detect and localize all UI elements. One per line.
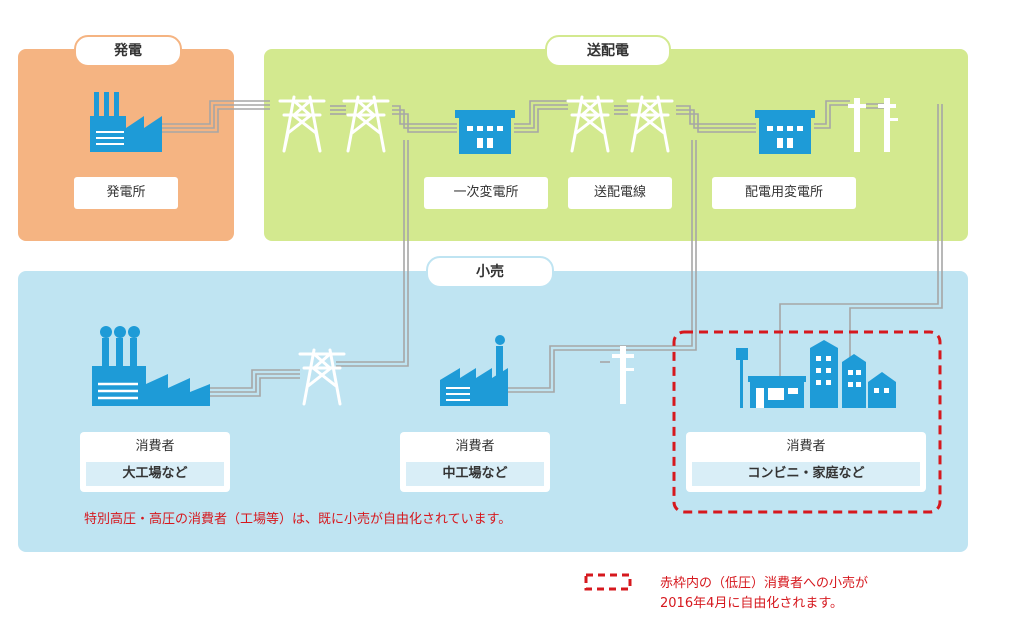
section-title-retail: 小売 (426, 256, 554, 288)
distribution-substation-label: 配電用変電所 (712, 177, 856, 209)
transmission-tower-icon (566, 95, 614, 153)
transmission-tower-icon (342, 95, 390, 153)
convenience-store-icon (736, 348, 806, 408)
section-title-generation: 発電 (74, 35, 182, 67)
power-plant-label: 発電所 (74, 177, 178, 209)
substation-icon (755, 110, 815, 154)
section-title-transmission: 送配電 (545, 35, 671, 67)
transmission-tower-icon (298, 348, 346, 406)
legend-dashed-box (584, 573, 632, 591)
consumer-label: 消費者 (455, 439, 495, 454)
consumer-card-medium-factory: 消費者 中工場など (400, 432, 550, 492)
primary-substation-label: 一次変電所 (424, 177, 548, 209)
retail-panel (18, 271, 968, 552)
consumer-label: 消費者 (786, 439, 826, 454)
substation-icon (455, 110, 515, 154)
consumer-type: 中工場など (406, 462, 544, 486)
consumer-label: 消費者 (135, 439, 175, 454)
consumer-card-household: 消費者 コンビニ・家庭など (686, 432, 926, 492)
liberalized-note: 特別高圧・高圧の消費者（工場等）は、既に小売が自由化されています。 (84, 512, 512, 527)
utility-pole-icon (848, 98, 898, 152)
transmission-tower-icon (278, 95, 326, 153)
power-plant-icon (90, 92, 162, 152)
residential-buildings-icon (810, 340, 896, 408)
transmission-panel (264, 49, 968, 241)
consumer-type: 大工場など (86, 462, 224, 486)
consumer-card-large-factory: 消費者 大工場など (80, 432, 230, 492)
consumer-type: コンビニ・家庭など (692, 462, 920, 486)
legend-note-line2: 2016年4月に自由化されます。 (660, 596, 844, 611)
utility-pole-icon (612, 346, 634, 404)
transmission-tower-icon (626, 95, 674, 153)
transmission-line-label: 送配電線 (568, 177, 672, 209)
legend-note-line1: 赤枠内の（低圧）消費者への小売が (660, 576, 869, 591)
medium-factory-icon (440, 335, 508, 406)
large-factory-icon (92, 326, 210, 406)
